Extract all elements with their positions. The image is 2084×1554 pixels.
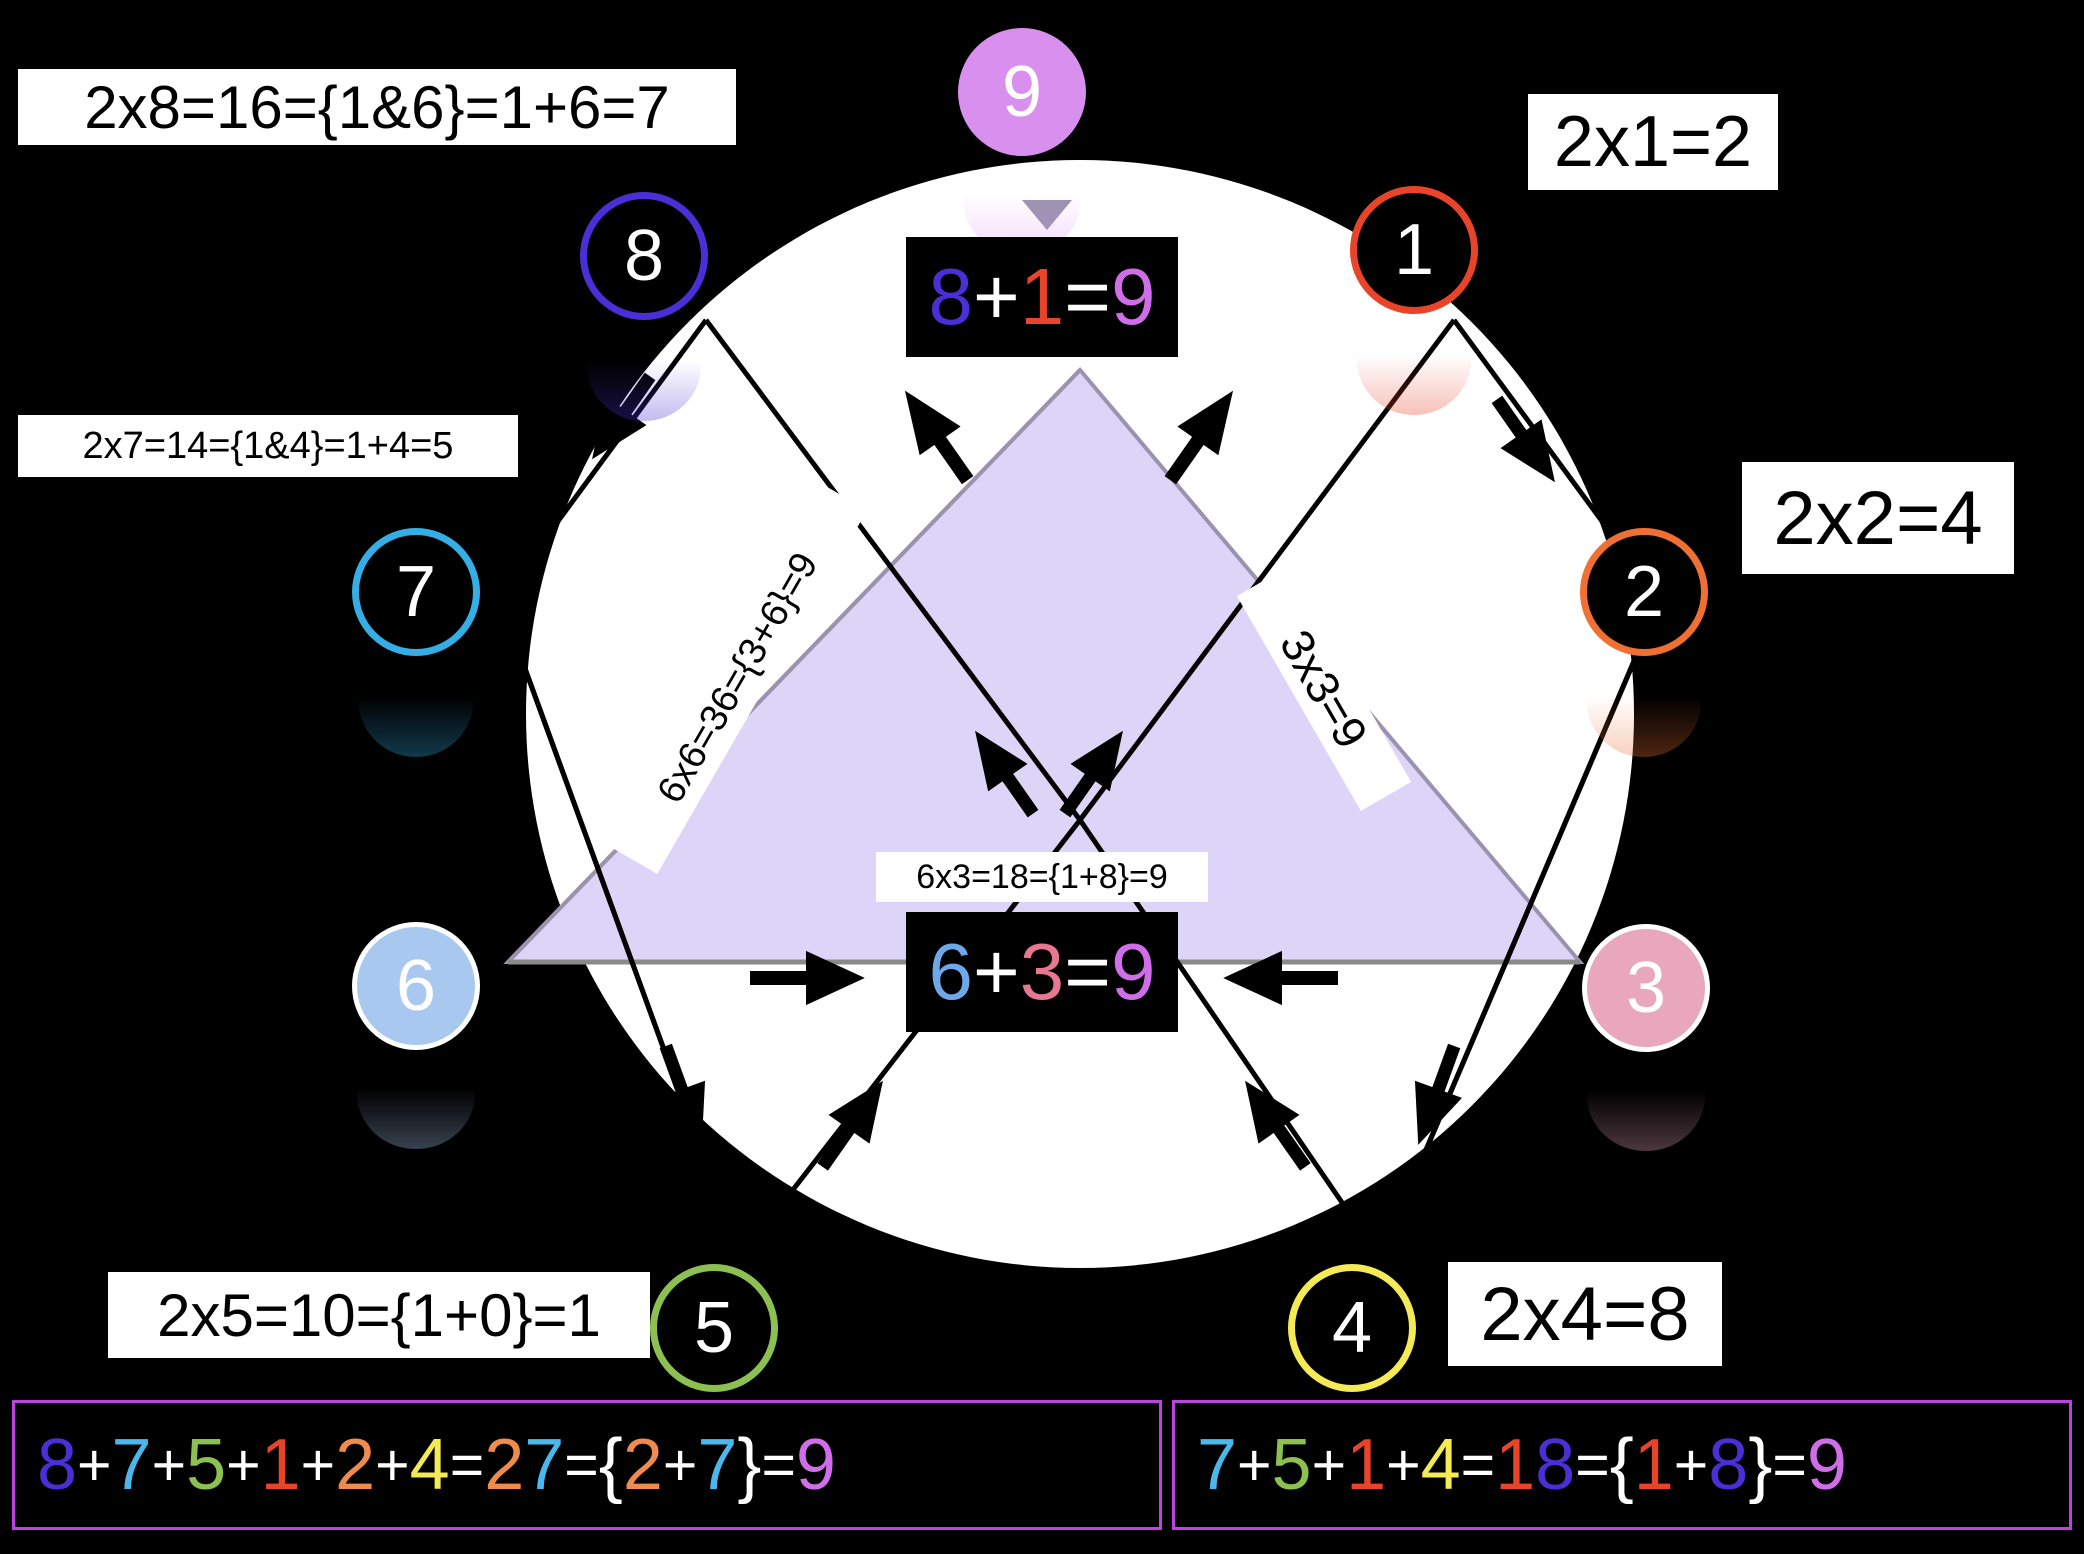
strip-token: 5 [186, 1425, 227, 1505]
digit-badge-1[interactable]: 1 [1350, 186, 1478, 415]
plate-2x7: 2x7=14={1&4}=1+4=5 [18, 415, 518, 477]
strip-token: + [1673, 1432, 1709, 1498]
plate-2x2-text: 2x2=4 [1773, 475, 1983, 561]
strip-token: + [226, 1432, 261, 1498]
digit-badge-7[interactable]: 7 [352, 528, 480, 757]
plate-2x7-text: 2x7=14={1&4}=1+4=5 [82, 424, 454, 467]
strip-token: + [151, 1432, 187, 1498]
plate-2x8-text: 2x8=16={1&6}=1+6=7 [84, 73, 670, 141]
strip-token: 7 [1197, 1425, 1238, 1505]
strip-token: 4 [1420, 1425, 1461, 1505]
strip-token: 2 [622, 1425, 663, 1505]
strip-token: + [1386, 1432, 1421, 1498]
strip-token: 1 [1633, 1425, 1674, 1505]
strip-token: + [300, 1432, 336, 1498]
strip-token: = [1575, 1432, 1610, 1498]
strip-token: = [1772, 1432, 1807, 1498]
eq-token: = [1064, 252, 1111, 341]
eq-token: 9 [1110, 927, 1156, 1016]
strip-token: { [598, 1425, 623, 1505]
digit-badge-label: 9 [1001, 52, 1043, 132]
strip-token: + [375, 1432, 410, 1498]
plate-2x4: 2x4=8 [1448, 1262, 1722, 1366]
strip-token: = [761, 1432, 796, 1498]
direction-arrows [592, 372, 1555, 1171]
eq-token: + [973, 252, 1020, 341]
strip-token: 9 [1806, 1425, 1847, 1505]
strip-token: 7 [524, 1425, 565, 1505]
digit-badge-3[interactable]: 3 [1582, 924, 1710, 1151]
strip-token: 8 [37, 1425, 78, 1505]
eq-token: + [973, 927, 1020, 1016]
eq-token: 1 [1019, 252, 1065, 341]
strip-token: 1 [260, 1425, 301, 1505]
strip-token: 7 [697, 1425, 738, 1505]
strip-token: 1 [1495, 1425, 1536, 1505]
eq-8-1-9: 8+1=9 [906, 237, 1178, 357]
apex-marker [1022, 200, 1072, 230]
strip-token: 8 [1535, 1425, 1576, 1505]
strip-token: { [1609, 1425, 1634, 1505]
digit-badge-8[interactable]: 8 [580, 192, 708, 421]
strip-token: 8 [1708, 1425, 1749, 1505]
plate-2x5: 2x5=10={1+0}=1 [108, 1272, 650, 1358]
eq-token: 8 [928, 252, 974, 341]
digit-badge-6[interactable]: 6 [352, 922, 480, 1149]
plate-6x3: 6x3=18={1+8}=9 [876, 852, 1208, 902]
eq-token: 9 [1110, 252, 1156, 341]
eq-token: 3 [1019, 927, 1065, 1016]
digit-badge-5[interactable]: 5 [650, 1264, 778, 1493]
strip-token: 5 [1271, 1425, 1312, 1505]
eq-token: 6 [928, 927, 974, 1016]
digit-badge-label: 1 [1393, 210, 1435, 290]
eq-token: = [1064, 927, 1111, 1016]
digit-badge-label: 4 [1331, 1288, 1373, 1368]
strip-token: + [77, 1432, 112, 1498]
plate-2x5-text: 2x5=10={1+0}=1 [157, 1281, 601, 1349]
strip-token: } [737, 1425, 762, 1505]
digit-badge-label: 5 [693, 1288, 735, 1368]
digit-badge-4[interactable]: 4 [1288, 1264, 1416, 1493]
digit-badge-label: 7 [395, 552, 437, 632]
digit-badge-2[interactable]: 2 [1580, 528, 1708, 757]
strip-token: 2 [484, 1425, 525, 1505]
digit-badge-label: 2 [1623, 552, 1665, 632]
strip-token: 2 [335, 1425, 376, 1505]
digit-badge-label: 8 [623, 216, 665, 296]
strip-token: 9 [795, 1425, 836, 1505]
strip-token: = [1460, 1432, 1496, 1498]
triangle-inner-left [506, 368, 1082, 964]
strip-token: + [1311, 1432, 1347, 1498]
strip-token: 7 [111, 1425, 152, 1505]
plate-2x1: 2x1=2 [1528, 94, 1778, 190]
strip-token: = [449, 1432, 485, 1498]
plate-6x3-text: 6x3=18={1+8}=9 [916, 857, 1168, 896]
strip-token: + [662, 1432, 698, 1498]
strip-token: = [564, 1432, 599, 1498]
plate-2x8: 2x8=16={1&6}=1+6=7 [18, 69, 736, 145]
digit-badge-9[interactable]: 9 [958, 28, 1086, 255]
strip-token: 4 [409, 1425, 450, 1505]
strip-token: + [1237, 1432, 1272, 1498]
digit-badge-label: 6 [395, 946, 437, 1026]
plate-2x4-text: 2x4=8 [1480, 1271, 1690, 1357]
plate-2x2: 2x2=4 [1742, 462, 2014, 574]
digit-badge-label: 3 [1625, 948, 1667, 1028]
eq-6-3-9: 6+3=9 [906, 912, 1178, 1032]
strip-token: 1 [1346, 1425, 1387, 1505]
plate-2x1-text: 2x1=2 [1553, 102, 1753, 182]
strip-token: } [1748, 1425, 1773, 1505]
